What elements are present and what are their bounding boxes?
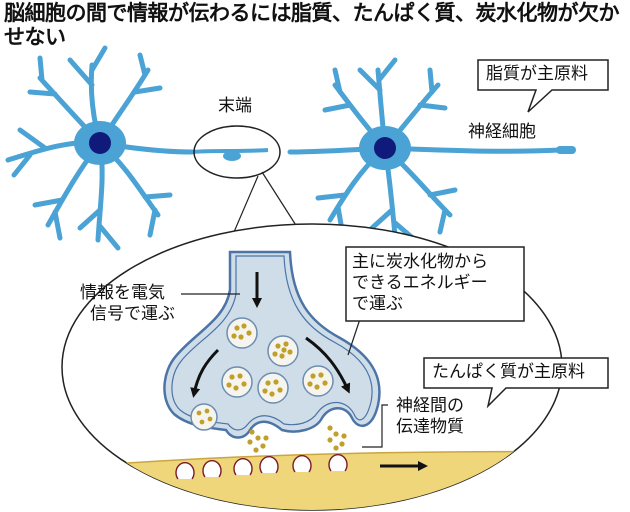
left-nucleus bbox=[89, 132, 111, 154]
energy-label-line2: できるエネルギー bbox=[352, 273, 488, 293]
terminal-highlight-oval bbox=[193, 125, 281, 179]
receptors bbox=[175, 454, 348, 480]
axon-terminal bbox=[223, 151, 241, 161]
transmitter-label-line2: 伝達物質 bbox=[396, 417, 464, 437]
released-neurotransmitters bbox=[247, 425, 347, 453]
title: 脳細胞の間で情報が伝わるには脂質、たんぱく質、炭水化物が欠かせない bbox=[4, 1, 620, 49]
lipid-callout-box bbox=[477, 59, 609, 113]
transmitter-label-line1: 神経間の bbox=[396, 396, 464, 416]
axon bbox=[191, 148, 269, 154]
protein-callout-box bbox=[423, 357, 609, 409]
energy-label-line1: 主に炭水化物から bbox=[352, 252, 488, 272]
vesicle-contents bbox=[196, 323, 328, 425]
energy-label-line3: で運ぶ bbox=[352, 294, 403, 314]
leader-energy bbox=[347, 315, 362, 356]
energy-box bbox=[345, 246, 525, 322]
leader-transmitter bbox=[362, 404, 388, 448]
terminal-label: 末端 bbox=[218, 96, 252, 116]
lipid-callout-label: 脂質が主原料 bbox=[486, 64, 588, 84]
flow-arrow-left bbox=[190, 348, 220, 398]
right-nucleus bbox=[374, 137, 396, 159]
electric-label-line2: 信号で運ぶ bbox=[90, 304, 175, 324]
neuron-label: 神経細胞 bbox=[468, 122, 536, 142]
protein-callout-label: たんぱく質が主原料 bbox=[432, 362, 585, 382]
left-neuron bbox=[5, 45, 195, 251]
flow-arrow-right bbox=[305, 336, 351, 394]
electric-label-line1: 情報を電気 bbox=[80, 283, 165, 303]
